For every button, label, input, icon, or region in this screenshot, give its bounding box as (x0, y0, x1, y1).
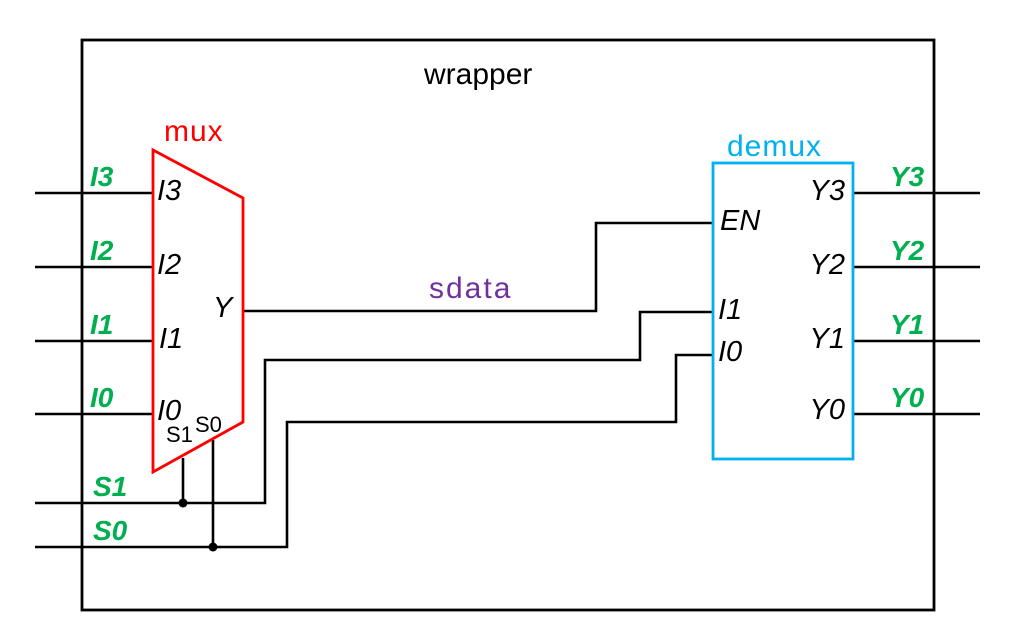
wrapper-title: wrapper (424, 58, 533, 91)
mux-port-label-i1: I1 (159, 323, 184, 355)
external-select-label-s1: S1 (93, 471, 128, 502)
demux-box (711, 161, 855, 461)
demux-port-label-i1: I1 (718, 294, 743, 326)
junction-dot-s0 (208, 542, 218, 552)
mux-port-label-i2: I2 (157, 249, 182, 281)
external-output-label-y2: Y2 (890, 235, 925, 266)
mux-port-label-y: Y (213, 292, 233, 324)
external-input-label-i0: I0 (90, 382, 114, 413)
demux-port-label-y0: Y0 (809, 394, 845, 426)
mux-label: mux (164, 115, 224, 148)
sdata-net-label: sdata (429, 272, 513, 305)
wire-s0-to-demux-i0 (35, 353, 713, 549)
external-output-label-y0: Y0 (890, 382, 925, 413)
external-select-label-s0: S0 (93, 515, 128, 546)
external-input-label-i2: I2 (90, 235, 114, 266)
mux-select-pin-label-s0: S0 (195, 412, 222, 437)
demux-port-label-y3: Y3 (809, 175, 845, 207)
mux-shape (151, 147, 245, 475)
mux-select-pin-label-s1: S1 (166, 422, 193, 447)
demux-port-label-y2: Y2 (809, 249, 845, 281)
wire-s1-to-demux-i1 (35, 310, 713, 505)
external-input-label-i1: I1 (90, 309, 114, 340)
demux-port-label-i0: I0 (718, 336, 743, 368)
external-input-label-i3: I3 (90, 161, 114, 192)
mux-port-label-i0: I0 (157, 395, 182, 427)
junction-dot-s1 (178, 498, 188, 508)
wrapper-box (80, 38, 936, 612)
demux-port-label-en: EN (720, 205, 761, 237)
mux-port-label-i3: I3 (157, 175, 182, 207)
external-output-label-y1: Y1 (890, 309, 925, 340)
external-output-label-y3: Y3 (890, 161, 925, 192)
demux-label: demux (727, 130, 823, 163)
demux-port-label-y1: Y1 (809, 323, 845, 355)
wire-sdata (243, 221, 713, 313)
